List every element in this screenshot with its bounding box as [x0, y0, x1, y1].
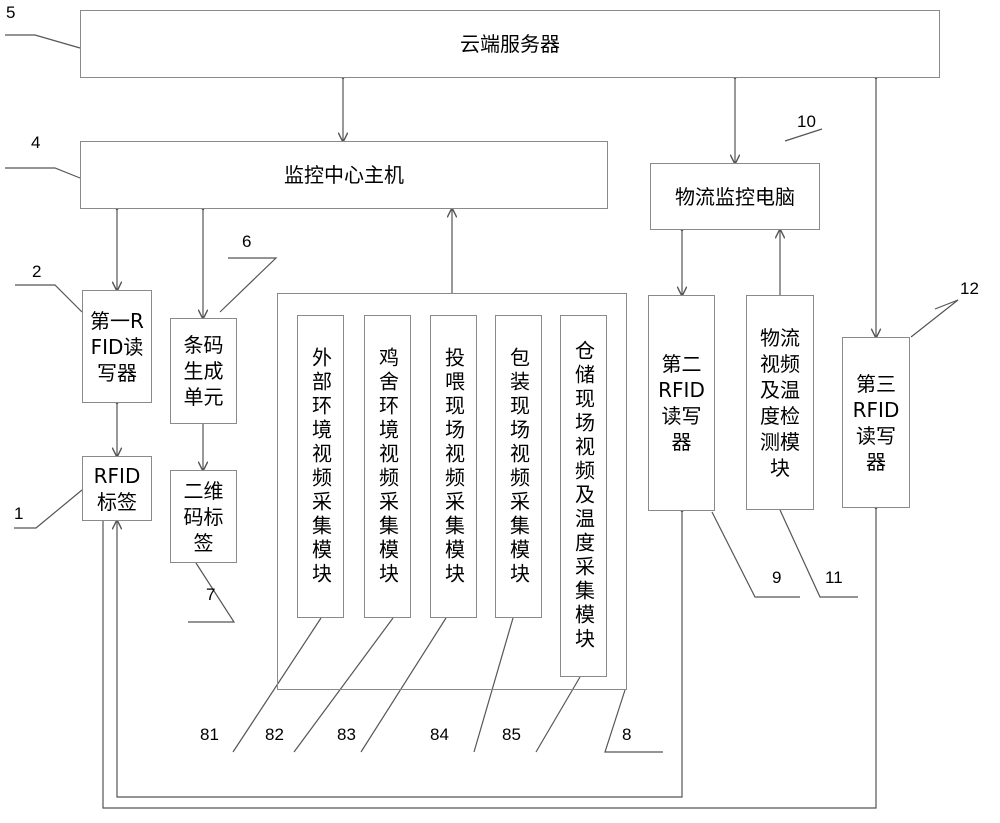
ref-number-11: 11 [825, 568, 843, 587]
ref-number-6: 6 [242, 232, 252, 251]
ref-number-8: 8 [622, 725, 632, 744]
rfid-tag-box: RFID 标签 [82, 456, 152, 521]
barcode-unit-label: 条码 生成 单元 [183, 333, 224, 409]
monitor-host-label: 监控中心主机 [284, 163, 404, 187]
ref-number-2: 2 [32, 262, 42, 281]
coop-env-video-module: 鸡舍环境视频采集模块 [364, 315, 411, 618]
warehouse-video-temp-label: 仓储现场视频及温度采集模块 [571, 340, 596, 652]
ref-number-82: 82 [265, 725, 284, 744]
qr-tag-label: 二维 码标 签 [183, 478, 224, 555]
video-acquisition-group [277, 293, 627, 690]
ref-number-5: 5 [6, 3, 16, 22]
packaging-video-label: 包装现场视频采集模块 [506, 346, 531, 587]
ref-number-7: 7 [206, 585, 216, 604]
qr-tag-box: 二维 码标 签 [170, 470, 237, 563]
rfid-reader-1-label: 第一R FID读 写器 [90, 308, 144, 385]
ref-number-9: 9 [772, 568, 782, 587]
rfid-reader-3-label: 第三 RFID 读写 器 [852, 371, 900, 474]
ref-number-85: 85 [502, 725, 521, 744]
monitor-host-box: 监控中心主机 [80, 141, 608, 209]
feeding-video-module: 投喂现场视频采集模块 [430, 315, 477, 618]
rfid-reader-3-box: 第三 RFID 读写 器 [842, 337, 910, 508]
logistics-pc-box: 物流监控电脑 [650, 163, 820, 230]
warehouse-video-temp-module: 仓储现场视频及温度采集模块 [560, 315, 607, 677]
ref-number-84: 84 [430, 725, 449, 744]
rfid-reader-2-label: 第二 RFID 读写 器 [658, 352, 705, 454]
cloud-server-label: 云端服务器 [460, 32, 560, 56]
packaging-video-module: 包装现场视频采集模块 [495, 315, 542, 618]
logistics-video-temp-module: 物流 视频 及温 度检 测模 块 [746, 295, 814, 510]
rfid-reader-1-box: 第一R FID读 写器 [82, 290, 152, 403]
external-env-video-label: 外部环境视频采集模块 [308, 346, 333, 587]
ref-number-10: 10 [797, 112, 816, 131]
external-env-video-module: 外部环境视频采集模块 [297, 315, 344, 618]
ref-number-1: 1 [14, 504, 24, 523]
barcode-unit-box: 条码 生成 单元 [170, 318, 237, 424]
ref-number-4: 4 [31, 133, 41, 152]
feeding-video-label: 投喂现场视频采集模块 [441, 346, 466, 587]
ref-number-81: 81 [200, 725, 219, 744]
rfid-reader-2-box: 第二 RFID 读写 器 [648, 295, 715, 511]
rfid-tag-label: RFID 标签 [93, 463, 141, 514]
ref-number-83: 83 [337, 725, 356, 744]
logistics-video-temp-label: 物流 视频 及温 度检 测模 块 [760, 325, 800, 480]
logistics-pc-label: 物流监控电脑 [675, 184, 795, 209]
cloud-server-box: 云端服务器 [80, 10, 940, 78]
coop-env-video-label: 鸡舍环境视频采集模块 [375, 346, 400, 587]
ref-number-12: 12 [960, 279, 979, 298]
